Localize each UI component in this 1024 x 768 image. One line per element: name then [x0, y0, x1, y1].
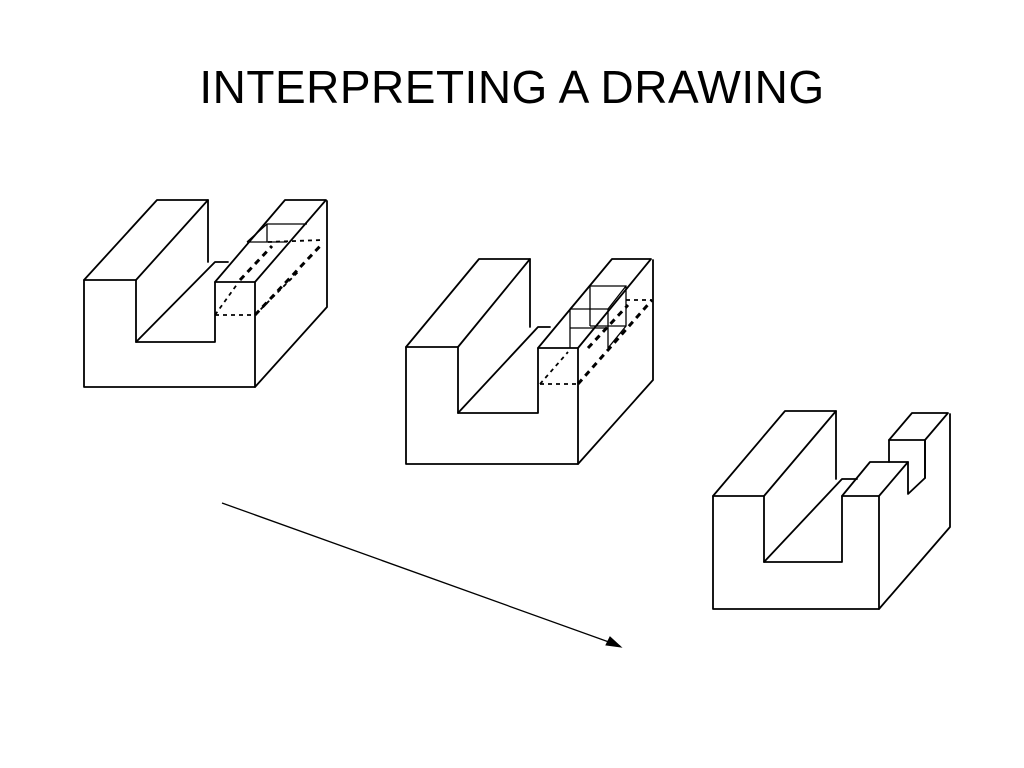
block-3-result: [712, 410, 951, 610]
slide-title: INTERPRETING A DRAWING: [199, 61, 825, 113]
block-1-dashed-marking: [83, 199, 328, 388]
direction-arrow: [221, 502, 623, 648]
block-2-cube-marking: [405, 258, 654, 465]
